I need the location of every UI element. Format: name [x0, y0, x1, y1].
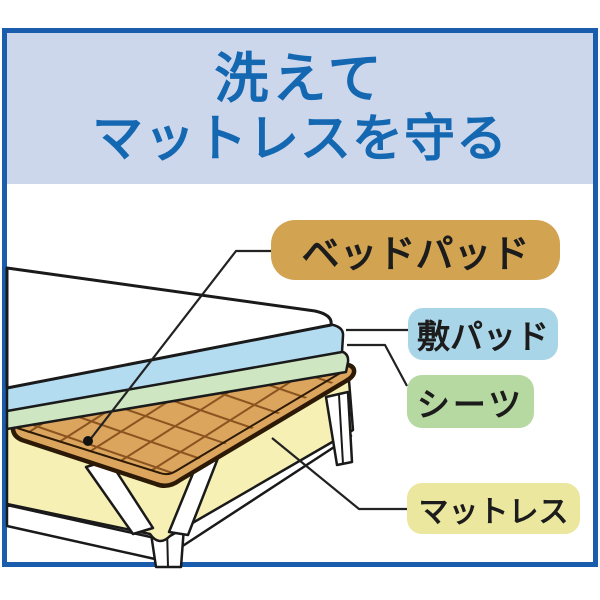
label-sheet: シーツ: [407, 375, 534, 428]
bed-pad-marker-dot: [83, 436, 93, 446]
bed-top-surface: [5, 266, 333, 390]
title-line-2: マットレスを守る: [91, 109, 508, 169]
mattress-leader: [271, 437, 407, 511]
bed-pad-leader: [88, 249, 271, 442]
title-line-1: 洗えて: [214, 46, 386, 110]
label-mattress: マットレス: [407, 483, 580, 534]
header-banner: 洗えて マットレスを守る: [7, 33, 593, 184]
bed-rear-leg: [324, 390, 354, 467]
label-shiki-pad: 敷パッド: [408, 308, 558, 360]
leader-lines: [88, 249, 408, 511]
pad-seam: [16, 371, 343, 476]
label-bed-pad: ベッドパッド: [271, 220, 560, 280]
sheet-leader: [347, 343, 408, 387]
